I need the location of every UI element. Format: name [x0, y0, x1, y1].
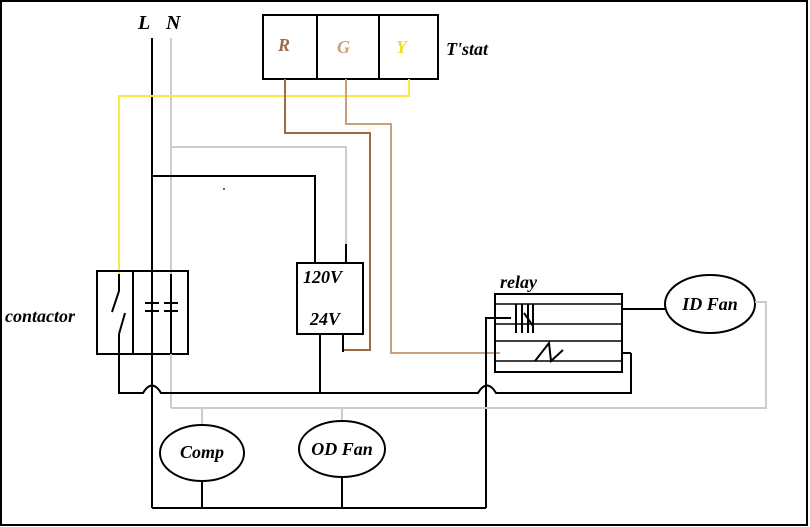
od-fan-label: OD Fan: [311, 439, 373, 459]
neutral-to-transformer-wire: [171, 146, 347, 244]
neutral-label: N: [165, 12, 182, 34]
id-fan-neutral-wire: [171, 301, 767, 409]
contactor: [96, 270, 189, 408]
comp-label: Comp: [180, 442, 224, 462]
relay: [485, 293, 665, 508]
id-fan-label: ID Fan: [681, 294, 738, 314]
line-label: L: [137, 12, 150, 34]
transformer-120v-label: 120V: [303, 267, 344, 287]
transformer-24v-label: 24V: [309, 309, 342, 329]
id-fan: ID Fan: [664, 274, 756, 334]
line-to-transformer-wire: [152, 175, 316, 244]
thermostat: R G Y: [262, 14, 439, 80]
contactor-box: [96, 270, 189, 355]
compressor: Comp: [159, 408, 245, 508]
id-fan-circle: [664, 274, 756, 334]
od-fan: OD Fan: [298, 408, 386, 508]
yellow-wire: [118, 79, 410, 274]
transformer: 120V 24V: [296, 244, 364, 393]
common-wire: [118, 353, 632, 394]
transformer-box: [296, 262, 364, 335]
relay-box: [494, 293, 623, 373]
contactor-label: contactor: [5, 306, 76, 326]
terminal-g-label: G: [337, 37, 350, 57]
tstat-label: T'stat: [446, 39, 489, 59]
terminal-r-label: R: [277, 35, 290, 55]
relay-label: relay: [500, 272, 538, 292]
thermostat-box: [262, 14, 439, 80]
tan-wire: [345, 79, 500, 354]
terminal-y-label: Y: [396, 37, 409, 57]
